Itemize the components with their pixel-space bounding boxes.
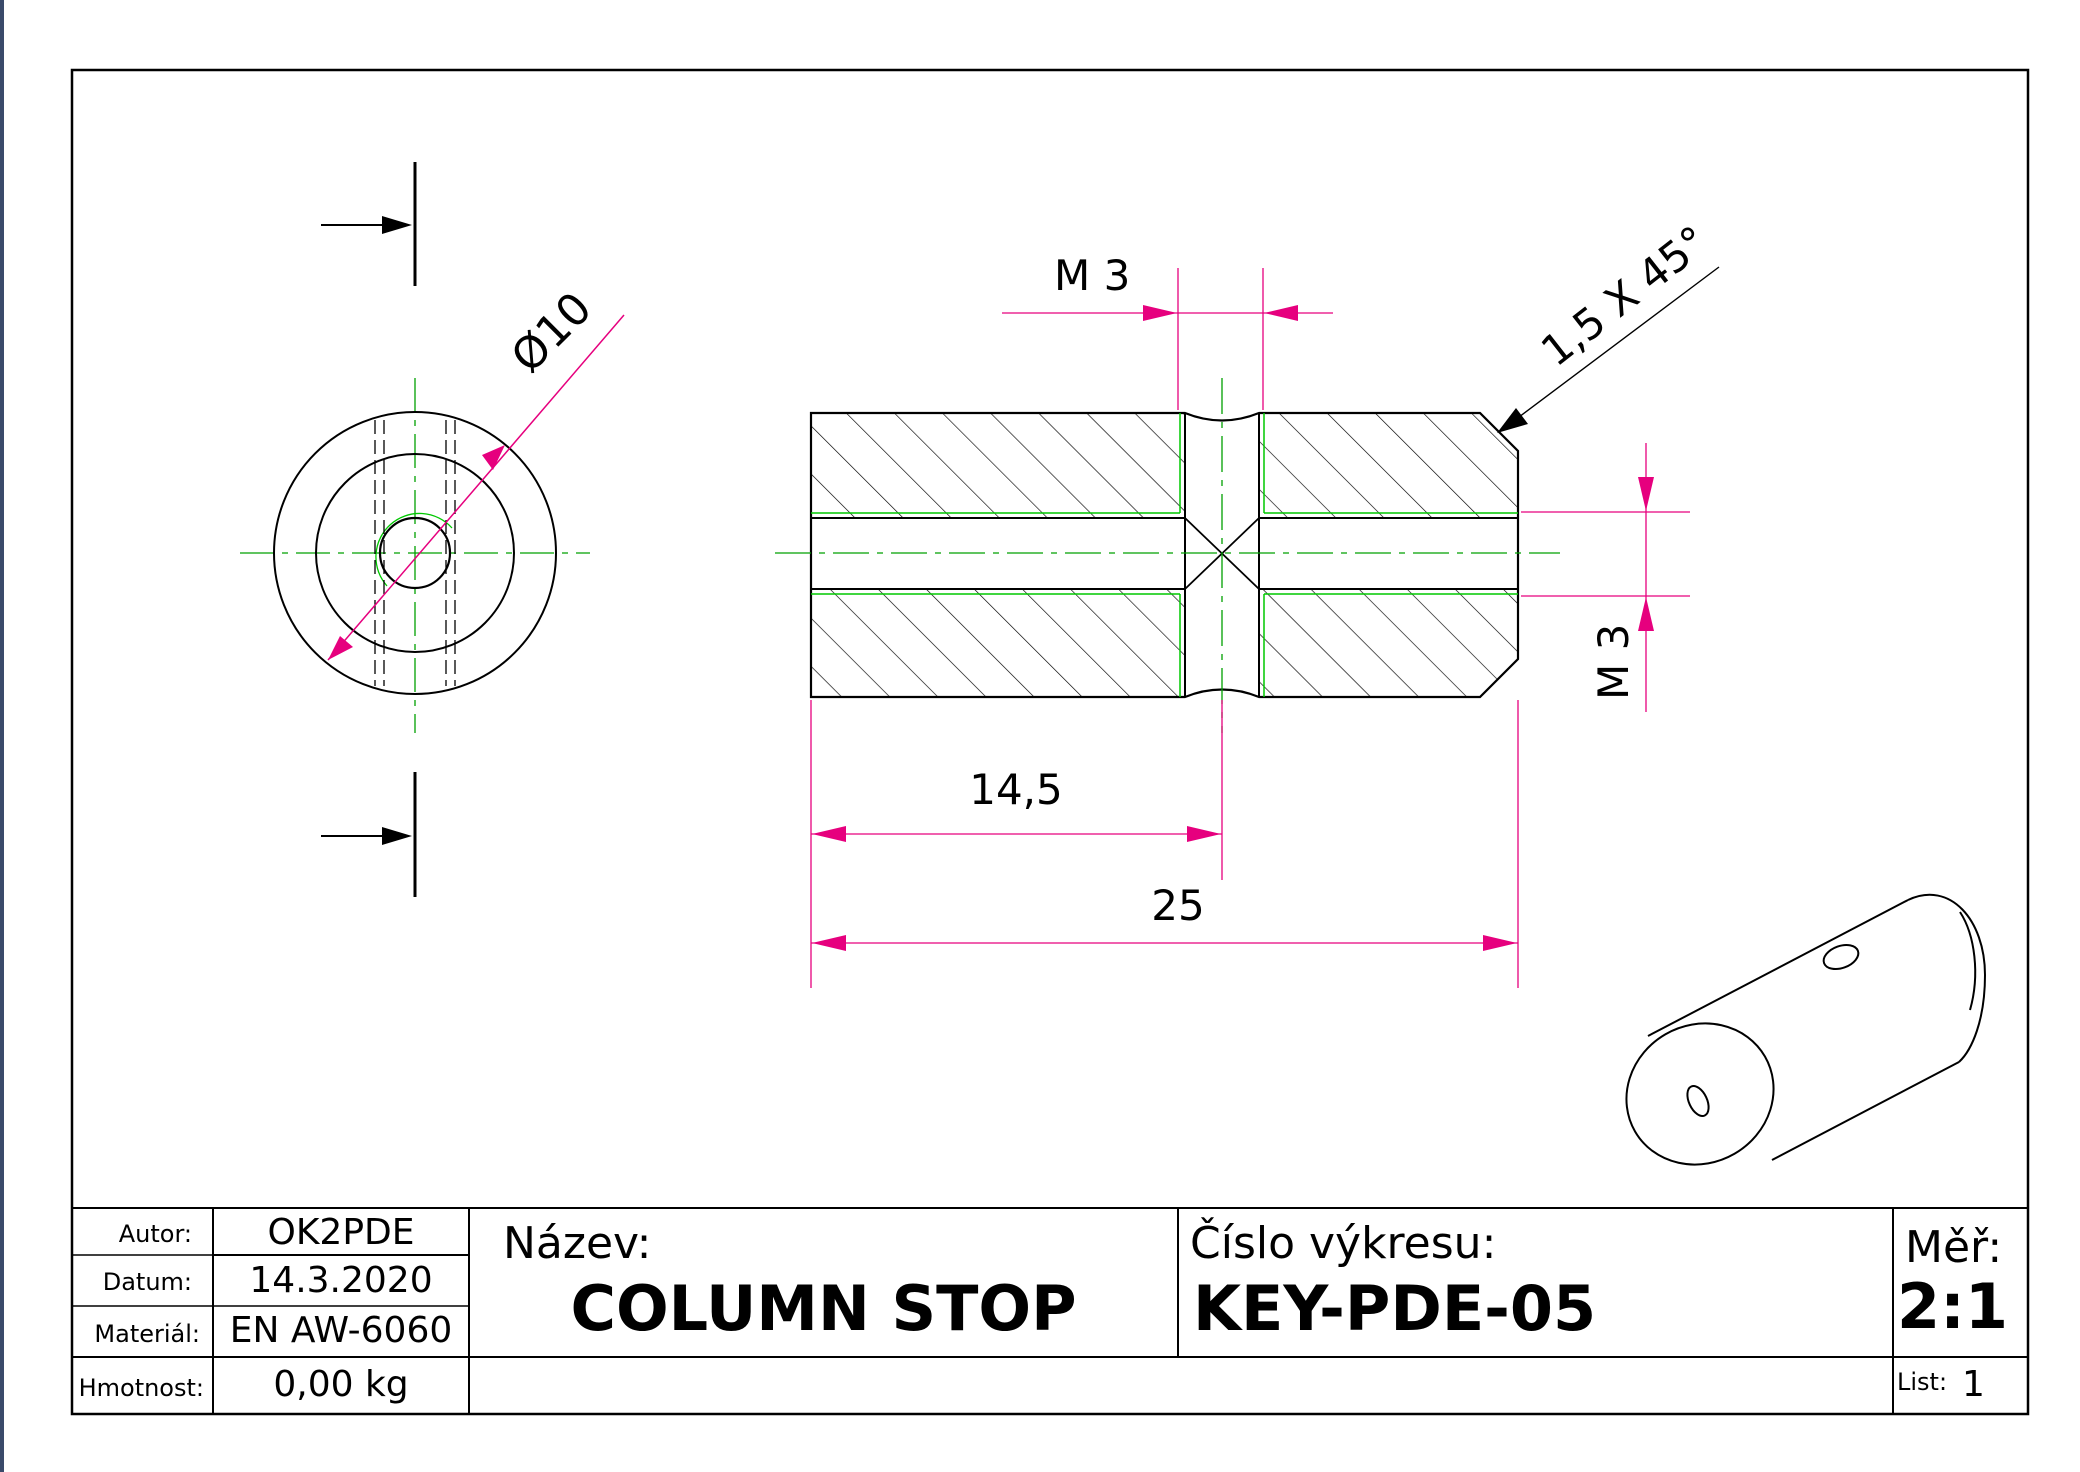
material-value: EN AW-6060 [229, 1310, 453, 1351]
isometric-view [1625, 893, 1987, 1166]
sheet-label: List: [1897, 1368, 1948, 1396]
name-value: COLUMN STOP [570, 1272, 1077, 1345]
section-mark-bottom [321, 772, 417, 897]
window-edge [0, 0, 4, 1472]
sheet-value: 1 [1962, 1364, 1985, 1405]
dim-diameter-text: Ø10 [502, 283, 602, 383]
name-label: Název: [503, 1218, 652, 1269]
dimensions [810, 266, 1720, 988]
scale-label: Měř: [1905, 1222, 2003, 1273]
dim-length-total-text: 25 [1151, 881, 1204, 930]
mass-value: 0,00 kg [273, 1364, 409, 1405]
drawing-number-value: KEY-PDE-05 [1193, 1272, 1597, 1345]
end-view [240, 162, 625, 897]
author-label: Autor: [118, 1220, 192, 1248]
dim-thread-top-text: M 3 [1054, 251, 1130, 300]
dim-length-partial-text: 14,5 [969, 765, 1063, 814]
section-mark-top [321, 162, 417, 286]
sheet-border [70, 68, 2030, 1416]
scale-value: 2:1 [1897, 1270, 2009, 1343]
mass-label: Hmotnost: [78, 1374, 204, 1402]
section-view [775, 378, 1560, 733]
title-block-grid [72, 1207, 2028, 1414]
date-value: 14.3.2020 [249, 1260, 433, 1301]
author-value: OK2PDE [267, 1212, 415, 1253]
date-label: Datum: [102, 1268, 192, 1296]
material-label: Materiál: [94, 1320, 200, 1348]
dim-thread-side-text: M 3 [1589, 624, 1638, 700]
drawing-number-label: Číslo výkresu: [1190, 1218, 1497, 1269]
dim-chamfer-text: 1,5 X 45° [1532, 216, 1717, 376]
